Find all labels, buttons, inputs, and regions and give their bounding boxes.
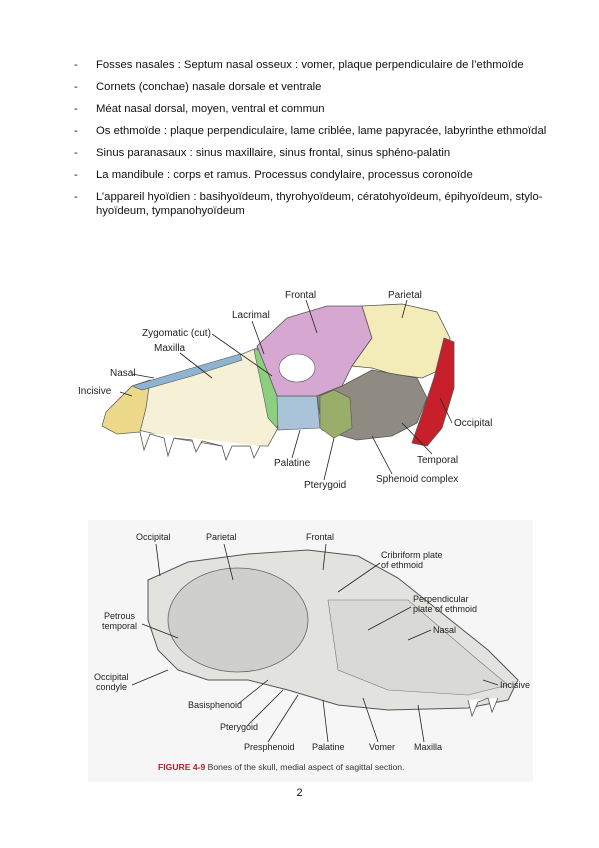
- bullet-item: -Cornets (conchae) nasale dorsale et ven…: [74, 81, 322, 93]
- bullet-item: -Méat nasal dorsal, moyen, ventral et co…: [74, 103, 325, 115]
- leader-line: [417, 704, 425, 743]
- label-petrous-2: temporal: [102, 621, 137, 631]
- leader-line: [322, 699, 329, 743]
- page-number: 2: [296, 787, 303, 799]
- skull-lateral-illustration: Frontal Parietal Lacrimal Zygomatic (cut…: [78, 290, 492, 491]
- bullet-list: -Fosses nasales : Septum nasal osseux : …: [74, 58, 579, 226]
- label-maxilla: Maxilla: [154, 343, 186, 354]
- leader-line: [179, 352, 213, 379]
- label-occipital: Occipital: [454, 418, 492, 429]
- leader-line: [323, 437, 335, 481]
- bullet-item: -L’appareil hyoïdien : basihyoïdeum, thy…: [74, 191, 543, 217]
- label-nasal: Nasal: [110, 368, 136, 379]
- label-palatine: Palatine: [312, 742, 345, 752]
- label-presphenoid: Presphenoid: [244, 742, 295, 752]
- label-nasal: Nasal: [433, 625, 456, 635]
- parietal-bone: [351, 303, 451, 379]
- leader-line: [211, 333, 273, 377]
- bullet-text: Fosses nasales : Septum nasal osseux : v…: [96, 59, 524, 71]
- label-basisphenoid: Basisphenoid: [188, 700, 242, 710]
- bullet-text: Os ethmoïde : plaque perpendiculaire, la…: [96, 125, 547, 137]
- leader-line: [267, 694, 299, 743]
- label-occipital-condyle-2: condyle: [96, 682, 127, 692]
- figure-caption-text: Bones of the skull, medial aspect of sag…: [205, 762, 404, 772]
- leader-line: [237, 679, 269, 705]
- label-pterygoid: Pterygoid: [304, 480, 346, 491]
- leader-line: [131, 373, 155, 379]
- orbit: [278, 353, 316, 383]
- label-perpendicular-2: plate of ethmoid: [413, 604, 477, 614]
- label-frontal: Frontal: [285, 290, 316, 301]
- label-frontal: Frontal: [306, 532, 334, 542]
- label-palatine: Palatine: [274, 458, 311, 469]
- label-cribriform-2: of ethmoid: [381, 560, 423, 570]
- leader-line: [401, 422, 433, 455]
- label-occipital: Occipital: [136, 532, 171, 542]
- leader-line: [337, 562, 381, 593]
- label-temporal: Temporal: [417, 455, 458, 466]
- label-cribriform-1: Cribriform plate: [381, 550, 443, 560]
- leader-line: [141, 623, 179, 639]
- leader-line: [401, 299, 408, 319]
- leader-line: [251, 320, 265, 355]
- bullet-item: -La mandibule : corps et ramus. Processu…: [74, 169, 473, 181]
- label-parietal: Parietal: [206, 532, 237, 542]
- label-sphenoid: Sphenoid complex: [376, 474, 458, 485]
- bullet-text: Cornets (conchae) nasale dorsale et vent…: [96, 81, 322, 93]
- figure-caption: FIGURE 4-9 Bones of the skull, medial as…: [158, 762, 404, 772]
- label-perpendicular-1: Perpendicular: [413, 594, 469, 604]
- label-incisive: Incisive: [500, 680, 530, 690]
- occipital-bone: [411, 337, 455, 447]
- leader-line: [291, 429, 301, 459]
- leader-line: [119, 391, 133, 397]
- pterygoid-bone: [319, 389, 353, 439]
- leader-line: [371, 435, 393, 475]
- leader-line: [439, 397, 453, 424]
- label-petrous-1: Petrous: [104, 611, 136, 621]
- teeth: [139, 431, 261, 462]
- bullet-item: -Os ethmoïde : plaque perpendiculaire, l…: [74, 125, 547, 137]
- skull-sagittal-figure: Occipital Parietal Frontal Cribriform pl…: [88, 520, 533, 782]
- figure-caption-number: FIGURE 4-9: [158, 762, 205, 772]
- leader-line: [223, 543, 234, 581]
- leader-line: [247, 689, 284, 726]
- bullet-item: -Sinus paranasaux : sinus maxillaire, si…: [74, 147, 451, 159]
- label-vomer: Vomer: [369, 742, 395, 752]
- leader-line: [367, 606, 412, 631]
- cranial-cavity: [167, 567, 309, 673]
- label-lacrimal: Lacrimal: [232, 310, 270, 321]
- skull-sagittal-illustration: Occipital Parietal Frontal Cribriform pl…: [88, 520, 533, 782]
- skull-lateral-figure: Frontal Parietal Lacrimal Zygomatic (cut…: [72, 278, 512, 500]
- leader-line: [322, 543, 327, 571]
- bullet-item: -Fosses nasales : Septum nasal osseux : …: [74, 59, 524, 71]
- label-parietal: Parietal: [388, 290, 422, 301]
- leader-line: [407, 629, 432, 641]
- bullet-text: La mandibule : corps et ramus. Processus…: [96, 169, 473, 181]
- nasal-cavity: [327, 599, 509, 696]
- label-zygomatic: Zygomatic (cut): [142, 328, 211, 339]
- teeth: [467, 697, 499, 718]
- label-occipital-condyle-1: Occipital: [94, 672, 129, 682]
- leader-line: [305, 299, 318, 334]
- leader-line: [362, 697, 379, 743]
- leader-line: [155, 543, 161, 577]
- leader-line: [131, 669, 169, 686]
- nasal-bone: [131, 353, 243, 391]
- label-maxilla: Maxilla: [414, 742, 442, 752]
- bullet-text: Méat nasal dorsal, moyen, ventral et com…: [96, 103, 325, 115]
- bullet-text: Sinus paranasaux : sinus maxillaire, sin…: [96, 147, 451, 159]
- label-pterygoid: Pterygoid: [220, 722, 258, 732]
- label-incisive: Incisive: [78, 386, 112, 397]
- leader-line: [482, 679, 499, 686]
- bullet-text: L’appareil hyoïdien : basihyoïdeum, thyr…: [96, 191, 543, 217]
- palatine-bone: [276, 395, 321, 431]
